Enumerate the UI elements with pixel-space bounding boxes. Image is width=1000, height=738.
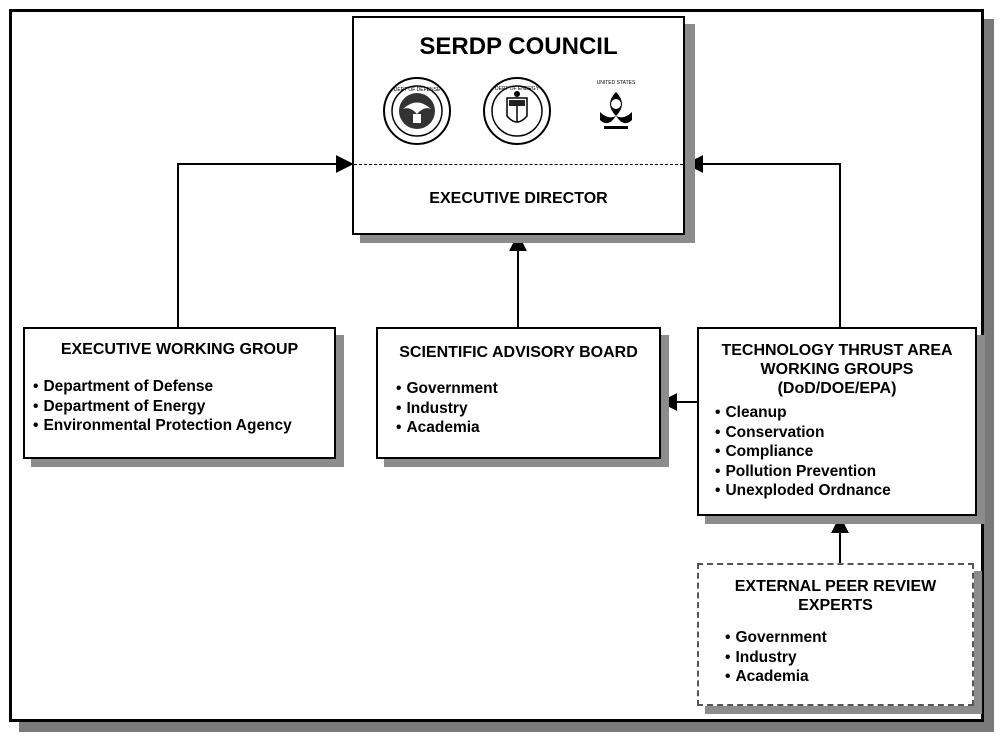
list-item: Academia — [396, 418, 498, 438]
peer-title-line: EXPERTS — [798, 597, 873, 614]
list-item: Department of Energy — [33, 397, 292, 417]
council-title: SERDP COUNCIL — [419, 33, 618, 60]
doe-seal-icon: DEPT OF ENERGY — [483, 77, 551, 145]
list-item: Compliance — [715, 442, 891, 462]
ewg-list: Department of Defense Department of Ener… — [33, 377, 292, 436]
list-item: Industry — [725, 648, 827, 668]
executive-director-label: EXECUTIVE DIRECTOR — [429, 190, 608, 207]
external-peer-review-box: EXTERNAL PEER REVIEW EXPERTS Government … — [697, 563, 974, 706]
epa-seal-icon: UNITED STATES — [593, 80, 639, 134]
sab-title: SCIENTIFIC ADVISORY BOARD — [399, 344, 638, 361]
list-item: Government — [725, 628, 826, 648]
ewg-to-council-arrow — [177, 155, 354, 327]
list-item: Department of Defense — [33, 377, 292, 397]
peer-title-line: EXTERNAL PEER REVIEW — [734, 578, 937, 595]
peer-title: EXTERNAL PEER REVIEW EXPERTS — [699, 577, 972, 615]
epa-seal-text: UNITED STATES — [597, 80, 636, 86]
list-item: Industry — [396, 399, 498, 419]
tech-title-line: WORKING GROUPS — [760, 361, 914, 378]
council-box: SERDP COUNCIL DEPT OF DEFENSE DEPT OF EN… — [352, 16, 685, 235]
dod-seal-icon: DEPT OF DEFENSE — [383, 77, 451, 145]
list-item: Conservation — [715, 423, 891, 443]
list-item: Academia — [725, 667, 827, 687]
scientific-advisory-board-box: SCIENTIFIC ADVISORY BOARD Government Ind… — [376, 327, 661, 459]
council-divider — [354, 164, 683, 165]
technology-thrust-box: TECHNOLOGY THRUST AREA WORKING GROUPS (D… — [697, 327, 977, 516]
list-item: Pollution Prevention — [715, 462, 891, 482]
ewg-title: EXECUTIVE WORKING GROUP — [60, 341, 299, 358]
sab-list: Government Industry Academia — [396, 379, 498, 438]
list-item: Unexploded Ordnance — [715, 481, 890, 501]
list-item: Environmental Protection Agency — [33, 416, 291, 436]
list-item: Government — [396, 379, 497, 399]
tech-title: TECHNOLOGY THRUST AREA WORKING GROUPS (D… — [699, 341, 975, 398]
doe-seal-text: DEPT OF ENERGY — [495, 86, 540, 92]
tech-list: Cleanup Conservation Compliance Pollutio… — [715, 403, 891, 501]
dod-seal-text: DEPT OF DEFENSE — [394, 87, 441, 93]
tech-to-council-arrow — [685, 155, 841, 327]
tech-title-line: (DoD/DOE/EPA) — [777, 380, 897, 397]
tech-title-line: TECHNOLOGY THRUST AREA — [721, 342, 953, 359]
executive-working-group-box: EXECUTIVE WORKING GROUP Department of De… — [23, 327, 336, 459]
peer-list: Government Industry Academia — [725, 628, 827, 687]
list-item: Cleanup — [715, 403, 891, 423]
